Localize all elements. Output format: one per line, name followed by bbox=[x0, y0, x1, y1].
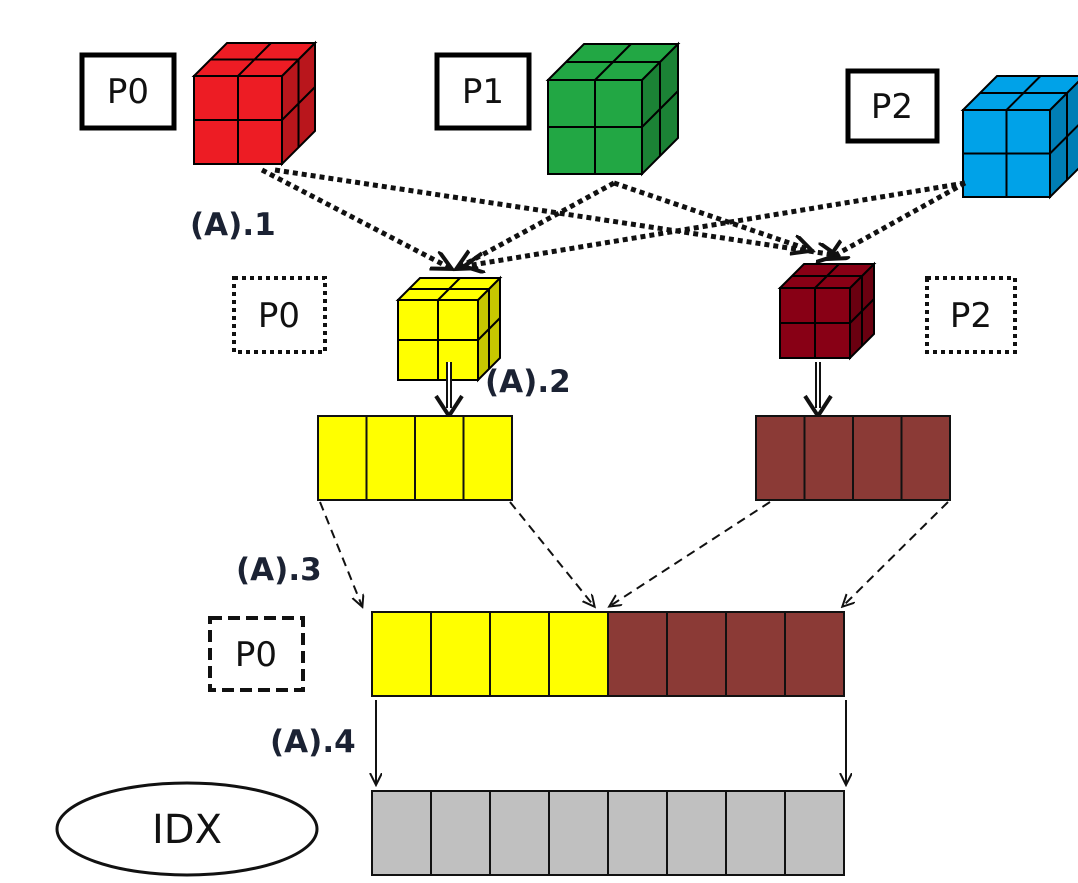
step-4-arrows bbox=[376, 700, 846, 784]
array-cell bbox=[607, 790, 668, 876]
cube-reduced-p0 bbox=[395, 275, 503, 383]
step-label-1: (A).1 bbox=[190, 207, 276, 243]
array-cell bbox=[784, 790, 845, 876]
array-cell bbox=[725, 790, 786, 876]
label-text: P2 bbox=[950, 296, 992, 336]
array-cell bbox=[365, 415, 416, 501]
step-3-arrows bbox=[319, 501, 949, 606]
array-gathered bbox=[371, 611, 845, 697]
array-cell bbox=[371, 790, 432, 876]
cube-p2 bbox=[960, 75, 1078, 200]
array-cell bbox=[489, 611, 550, 697]
label-text: P0 bbox=[258, 296, 300, 336]
array-cell bbox=[462, 415, 513, 501]
label-text: P0 bbox=[235, 635, 277, 675]
array-p2 bbox=[755, 415, 951, 501]
label-text: P0 bbox=[107, 72, 149, 112]
array-cell bbox=[607, 611, 668, 697]
array-cell bbox=[414, 415, 465, 501]
cube-reduced-p2 bbox=[777, 261, 877, 361]
array-cell bbox=[666, 611, 727, 697]
array-p0 bbox=[317, 415, 513, 501]
cube-p0 bbox=[191, 40, 318, 167]
array-cell bbox=[900, 415, 951, 501]
array-index bbox=[371, 790, 845, 876]
cube-p1 bbox=[545, 41, 681, 177]
label-box-src-p1: P1 bbox=[434, 52, 532, 131]
step-label-3: (A).3 bbox=[236, 552, 322, 588]
label-box-gather-p0: P0 bbox=[208, 616, 305, 692]
array-cell bbox=[371, 611, 432, 697]
array-cell bbox=[430, 790, 491, 876]
array-cell bbox=[784, 611, 845, 697]
step-label-2: (A).2 bbox=[485, 364, 571, 400]
label-box-reducer-p0: P0 bbox=[232, 276, 327, 354]
array-cell bbox=[489, 790, 550, 876]
index-ellipse: IDX bbox=[55, 781, 319, 877]
label-box-src-p2: P2 bbox=[845, 68, 940, 144]
array-cell bbox=[548, 790, 609, 876]
array-cell bbox=[430, 611, 491, 697]
array-cell bbox=[317, 415, 368, 501]
label-text: P2 bbox=[871, 87, 913, 127]
label-box-src-p0: P0 bbox=[79, 52, 177, 131]
step-label-4: (A).4 bbox=[270, 724, 356, 760]
array-cell bbox=[852, 415, 903, 501]
array-cell bbox=[548, 611, 609, 697]
array-cell bbox=[725, 611, 786, 697]
label-box-reducer-p2: P2 bbox=[925, 276, 1017, 354]
label-text: P1 bbox=[462, 72, 504, 112]
index-label: IDX bbox=[152, 807, 222, 853]
array-cell bbox=[803, 415, 854, 501]
array-cell bbox=[666, 790, 727, 876]
array-cell bbox=[755, 415, 806, 501]
step-1-arrows bbox=[260, 167, 967, 268]
